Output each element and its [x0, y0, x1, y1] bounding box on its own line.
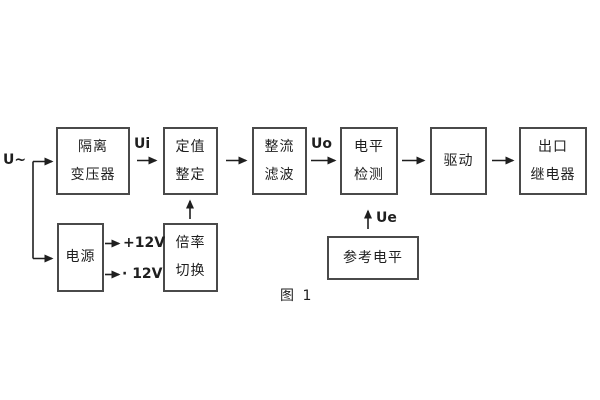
block-label: 电源 — [65, 249, 96, 265]
block-label: 切换 — [175, 263, 206, 279]
block-setpoint-setting: 定值 整定 — [163, 127, 218, 195]
block-level-detection: 电平 检测 — [340, 127, 398, 195]
block-label: 电平 — [354, 138, 384, 155]
signal-label-ue: Ue — [376, 210, 397, 226]
block-reference-level: 参考电平 — [327, 236, 419, 280]
block-label: 继电器 — [530, 166, 576, 183]
block-output-relay: 出口 继电器 — [519, 127, 587, 195]
signal-label-uo: Uo — [311, 136, 332, 152]
block-label: 出口 — [538, 138, 568, 155]
block-label: 倍率 — [175, 235, 206, 251]
signal-label-u-input: U~ — [3, 152, 27, 168]
block-label: 参考电平 — [343, 249, 403, 266]
signal-label-ui: Ui — [134, 136, 151, 152]
block-label: 整定 — [175, 166, 206, 183]
block-label: 检测 — [354, 166, 384, 183]
block-power-supply: 电源 — [57, 223, 104, 292]
block-label: 定值 — [175, 138, 206, 155]
block-label: 变压器 — [70, 166, 116, 183]
figure-caption: 图 1 — [280, 288, 314, 304]
block-driver: 驱动 — [430, 127, 487, 195]
block-label: 滤波 — [264, 166, 295, 183]
block-isolation-transformer: 隔离 变压器 — [56, 127, 130, 195]
block-ratio-switching: 倍率 切换 — [163, 223, 218, 292]
signal-label-minus-12v: · 12V — [122, 266, 163, 282]
signal-label-plus-12v: +12V — [123, 235, 166, 251]
block-rectifier-filter: 整流 滤波 — [252, 127, 307, 195]
block-label: 整流 — [264, 138, 295, 155]
block-label: 隔离 — [78, 138, 108, 155]
block-label: 驱动 — [443, 152, 474, 169]
